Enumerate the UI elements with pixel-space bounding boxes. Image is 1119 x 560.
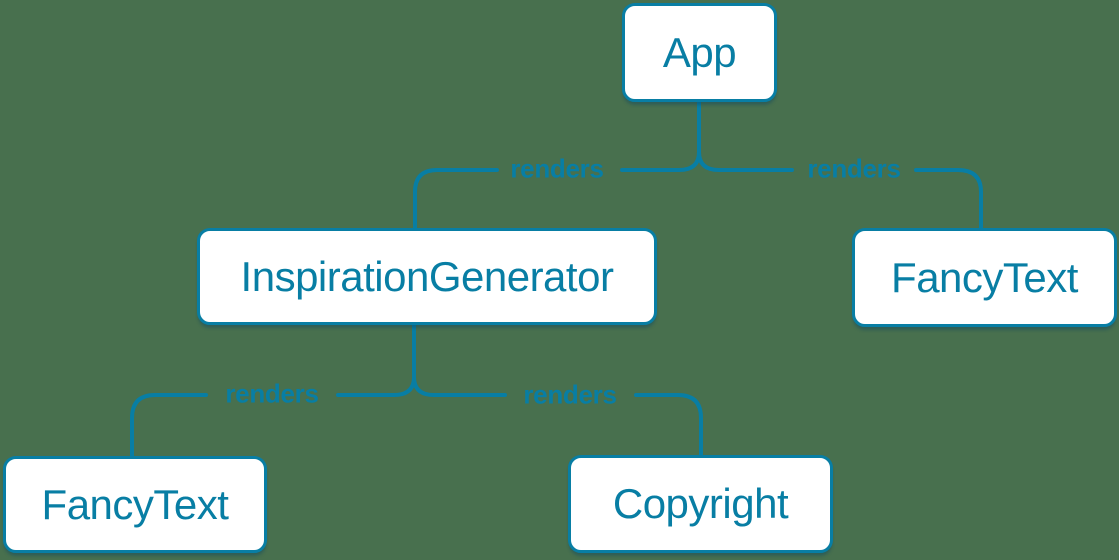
- edge-label-renders-3: renders: [225, 378, 319, 409]
- node-copyright: Copyright: [568, 455, 833, 553]
- node-fancy-text-bottom: FancyText: [3, 456, 267, 553]
- node-app-label: App: [662, 28, 737, 76]
- node-fancy-text-top: FancyText: [852, 228, 1117, 327]
- edge-app-to-fancytext-top: [697, 98, 983, 230]
- node-inspiration-generator-label: InspirationGenerator: [240, 252, 614, 300]
- edge-inspirationgenerator-to-copyright: [412, 323, 703, 457]
- edge-label-renders-4: renders: [523, 379, 617, 410]
- node-app: App: [622, 3, 777, 102]
- edge-label-renders-1: renders: [510, 153, 604, 184]
- edge-label-renders-2: renders: [807, 153, 901, 184]
- node-copyright-label: Copyright: [612, 480, 789, 527]
- node-inspiration-generator: InspirationGenerator: [197, 228, 657, 325]
- node-fancy-text-bottom-label: FancyText: [41, 480, 229, 528]
- node-fancy-text-top-label: FancyText: [891, 253, 1078, 301]
